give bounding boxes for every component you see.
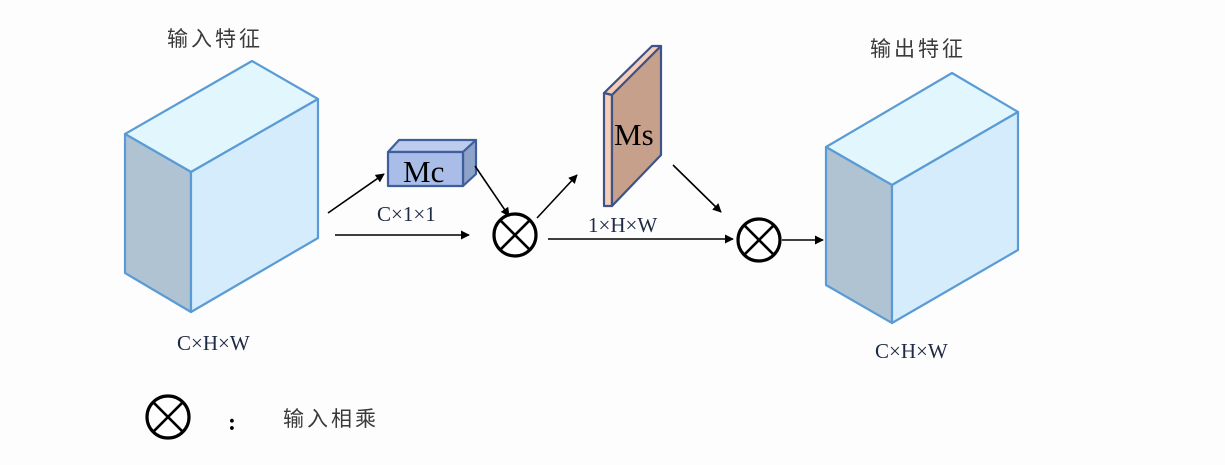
multiply-cross-b (743, 224, 775, 256)
input-feature-cube (123, 59, 320, 314)
legend: : 输入相乘 (145, 394, 379, 440)
mc-front-face (386, 150, 465, 188)
output-feature-cube (824, 71, 1020, 325)
legend-multiply-symbol (145, 394, 191, 440)
input-cube-front-face (189, 97, 320, 314)
multiply-cross-b (152, 401, 184, 433)
channel-attention-box: Mc (386, 138, 478, 189)
arrow-multiply-1-to-ms (536, 174, 578, 219)
output-dims-label: C×H×W (875, 339, 948, 363)
input-dims-label: C×H×W (177, 331, 250, 355)
output-feature-title: 输出特征 (870, 37, 966, 61)
spatial-attention-panel: Ms (602, 44, 663, 208)
input-feature-title: 输入特征 (167, 27, 263, 51)
arrow-input-to-mc (327, 173, 385, 214)
output-cube-front-face (890, 110, 1020, 325)
mc-dims-label: C×1×1 (377, 202, 436, 226)
ms-side-strip (602, 91, 614, 208)
legend-description: 输入相乘 (283, 407, 379, 431)
ms-label: Ms (614, 117, 654, 152)
arrow-ms-to-multiply-2 (672, 164, 722, 213)
ms-dims-label: 1×H×W (588, 213, 657, 237)
mc-label: Mc (403, 154, 444, 189)
legend-separator: : (228, 410, 236, 436)
multiply-operator-2 (736, 217, 782, 263)
arrow-mc-to-multiply-1 (474, 165, 510, 217)
mc-top-face (386, 138, 478, 154)
multiply-cross-b (499, 219, 531, 251)
multiply-operator-1 (492, 212, 538, 258)
ms-main-face (610, 44, 663, 208)
